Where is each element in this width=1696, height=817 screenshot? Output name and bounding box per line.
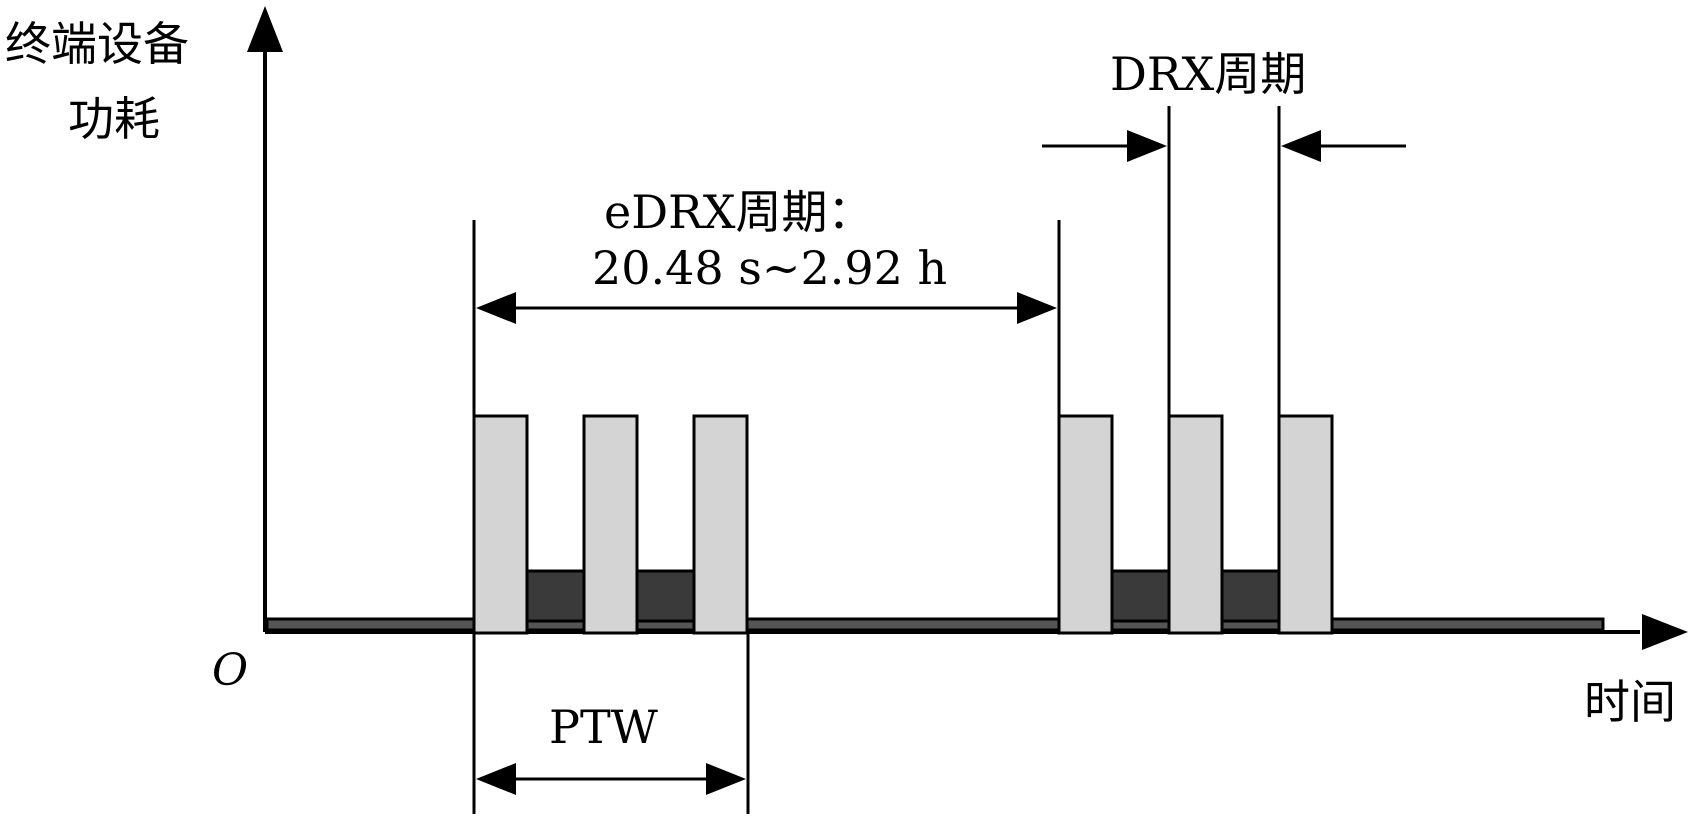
origin-label: O — [212, 645, 248, 696]
arrow-right-icon — [1017, 292, 1057, 324]
y-axis-label-line1: 终端设备 — [5, 17, 189, 71]
arrow-left-icon — [1281, 130, 1321, 162]
ptw-label: PTW — [549, 700, 659, 754]
baseline-power-level — [265, 617, 1605, 632]
power-pulse — [1057, 414, 1114, 635]
edrx-cycle-label: eDRX周期： — [604, 185, 874, 239]
arrow-right-icon — [1127, 130, 1167, 162]
power-pulse — [692, 414, 749, 635]
power-pulse — [1167, 414, 1224, 635]
drx-cycle-label: DRX周期 — [1110, 47, 1306, 101]
edrx-cycle-range: 20.48 s~2.92 h — [592, 241, 947, 295]
y-axis-label-line2: 功耗 — [68, 92, 160, 146]
arrow-right-icon — [706, 763, 746, 795]
arrow-up-icon — [247, 6, 283, 52]
x-axis-label: 时间 — [1584, 675, 1676, 729]
power-pulse — [582, 414, 639, 635]
power-pulse — [472, 414, 529, 635]
power-pulse — [1277, 414, 1334, 635]
arrow-left-icon — [476, 292, 516, 324]
arrow-right-icon — [1642, 614, 1688, 650]
arrow-left-icon — [476, 763, 516, 795]
